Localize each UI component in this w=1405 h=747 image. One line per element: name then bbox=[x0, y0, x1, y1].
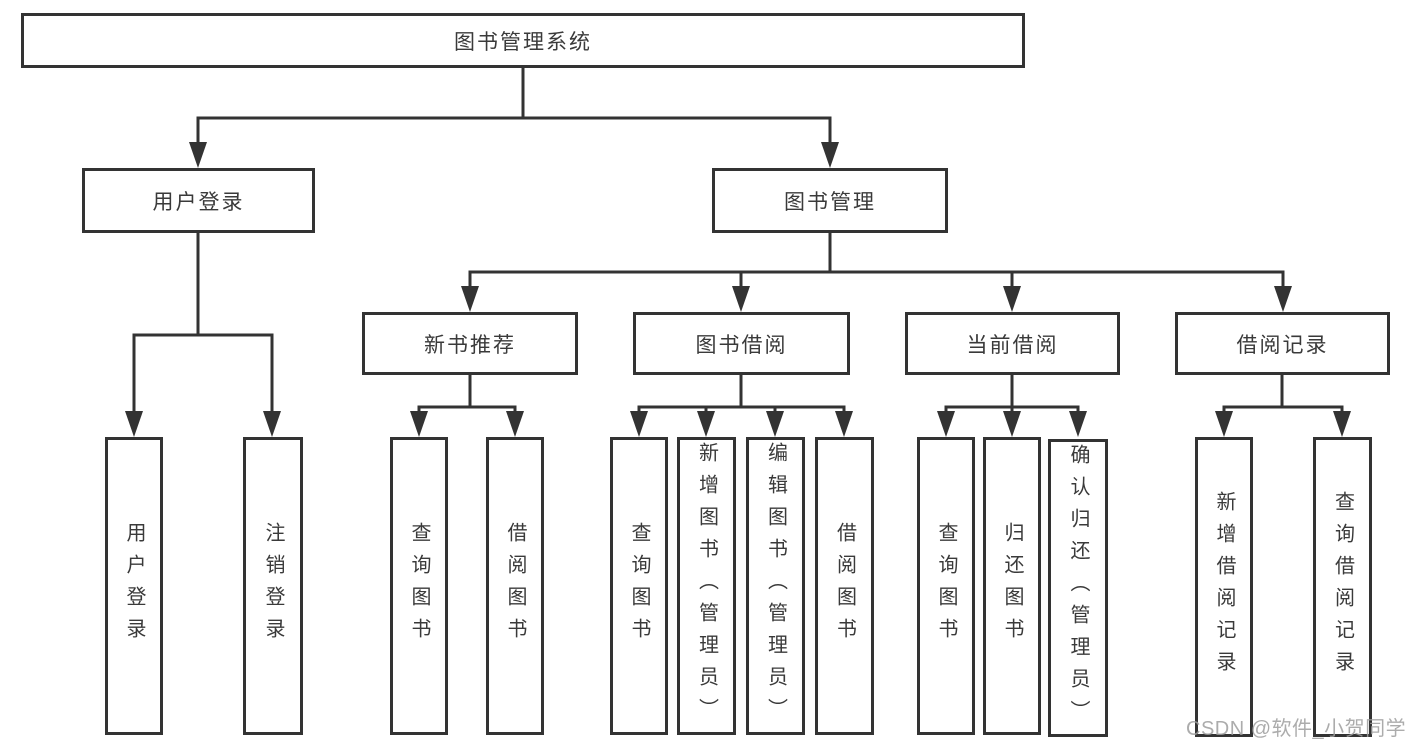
node-root: 图书管理系统 bbox=[21, 13, 1025, 68]
arrowhead-icon bbox=[1333, 411, 1351, 437]
node-leaf-cb-query-label: 查询图书 bbox=[935, 522, 957, 650]
watermark: CSDN @软件_小贺同学 bbox=[1186, 718, 1405, 740]
arrowhead-icon bbox=[506, 411, 524, 437]
node-leaf-br-query-label: 查询借阅记录 bbox=[1331, 491, 1354, 683]
node-leaf-bb-query-label: 查询图书 bbox=[628, 522, 650, 650]
connector-bookborrow-to-leaves bbox=[637, 375, 846, 415]
node-leaf-bb-borrow-label: 借阅图书 bbox=[833, 522, 856, 650]
connector-root-to-level2 bbox=[196, 68, 832, 146]
arrowhead-icon bbox=[697, 411, 715, 437]
node-leaf-rec-borrow-label: 借阅图书 bbox=[504, 522, 526, 650]
node-new-book-rec-label: 新书推荐 bbox=[424, 333, 516, 357]
node-book-mgmt-label: 图书管理 bbox=[784, 190, 876, 214]
arrowhead-icon bbox=[1215, 411, 1233, 437]
arrowhead-icon bbox=[461, 286, 479, 312]
node-leaf-rec-query-label: 查询图书 bbox=[408, 522, 430, 650]
node-leaf-bb-edit-label: 编辑图书（管理员） bbox=[764, 442, 787, 730]
connector-newbookrec-to-leaves bbox=[417, 375, 517, 415]
node-leaf-user-login: 用户登录 bbox=[105, 437, 163, 735]
arrowhead-icon bbox=[1274, 286, 1292, 312]
node-user-login-label: 用户登录 bbox=[152, 190, 245, 214]
node-leaf-cb-query: 查询图书 bbox=[917, 437, 975, 735]
node-leaf-logout: 注销登录 bbox=[243, 437, 303, 735]
node-new-book-rec: 新书推荐 bbox=[362, 312, 578, 375]
node-leaf-bb-query: 查询图书 bbox=[610, 437, 668, 735]
node-book-mgmt: 图书管理 bbox=[712, 168, 948, 233]
node-leaf-br-add-label: 新增借阅记录 bbox=[1213, 491, 1235, 683]
connector-bookmgmt-to-level3 bbox=[468, 233, 1285, 290]
arrowhead-icon bbox=[766, 411, 784, 437]
node-leaf-bb-borrow: 借阅图书 bbox=[815, 437, 874, 735]
arrowhead-icon bbox=[630, 411, 648, 437]
connector-borrowrecord-to-leaves bbox=[1222, 375, 1344, 415]
arrowhead-icon bbox=[1069, 411, 1087, 437]
arrowhead-icon bbox=[821, 142, 839, 168]
arrowhead-icon bbox=[732, 286, 750, 312]
arrowhead-icon bbox=[1003, 411, 1021, 437]
node-leaf-bb-add: 新增图书（管理员） bbox=[677, 437, 736, 735]
node-leaf-cb-confirm-label: 确认归还（管理员） bbox=[1067, 444, 1089, 732]
arrowhead-icon bbox=[125, 411, 143, 437]
connector-userlogin-to-leaves bbox=[132, 233, 274, 415]
node-leaf-bb-add-label: 新增图书（管理员） bbox=[695, 442, 718, 730]
node-leaf-br-query: 查询借阅记录 bbox=[1313, 437, 1372, 737]
node-leaf-bb-edit: 编辑图书（管理员） bbox=[746, 437, 805, 735]
node-current-borrow-label: 当前借阅 bbox=[966, 333, 1059, 357]
node-leaf-cb-return-label: 归还图书 bbox=[1001, 522, 1023, 650]
node-borrow-record: 借阅记录 bbox=[1175, 312, 1390, 375]
node-leaf-rec-borrow: 借阅图书 bbox=[486, 437, 544, 735]
arrowhead-icon bbox=[835, 411, 853, 437]
arrowhead-icon bbox=[937, 411, 955, 437]
node-root-label: 图书管理系统 bbox=[454, 30, 592, 54]
arrowhead-icon bbox=[1003, 286, 1021, 312]
arrowhead-icon bbox=[410, 411, 428, 437]
node-leaf-cb-return: 归还图书 bbox=[983, 437, 1041, 735]
arrowhead-icon bbox=[263, 411, 281, 437]
node-current-borrow: 当前借阅 bbox=[905, 312, 1120, 375]
node-leaf-logout-label: 注销登录 bbox=[262, 522, 284, 650]
node-leaf-user-login-label: 用户登录 bbox=[123, 522, 145, 650]
node-book-borrow: 图书借阅 bbox=[633, 312, 850, 375]
node-leaf-cb-confirm: 确认归还（管理员） bbox=[1048, 439, 1108, 737]
node-borrow-record-label: 借阅记录 bbox=[1236, 333, 1329, 357]
node-book-borrow-label: 图书借阅 bbox=[695, 333, 788, 357]
node-leaf-br-add: 新增借阅记录 bbox=[1195, 437, 1253, 737]
arrowhead-icon bbox=[189, 142, 207, 168]
node-user-login: 用户登录 bbox=[82, 168, 315, 233]
connector-currentborrow-to-leaves bbox=[944, 375, 1080, 415]
node-leaf-rec-query: 查询图书 bbox=[390, 437, 448, 735]
